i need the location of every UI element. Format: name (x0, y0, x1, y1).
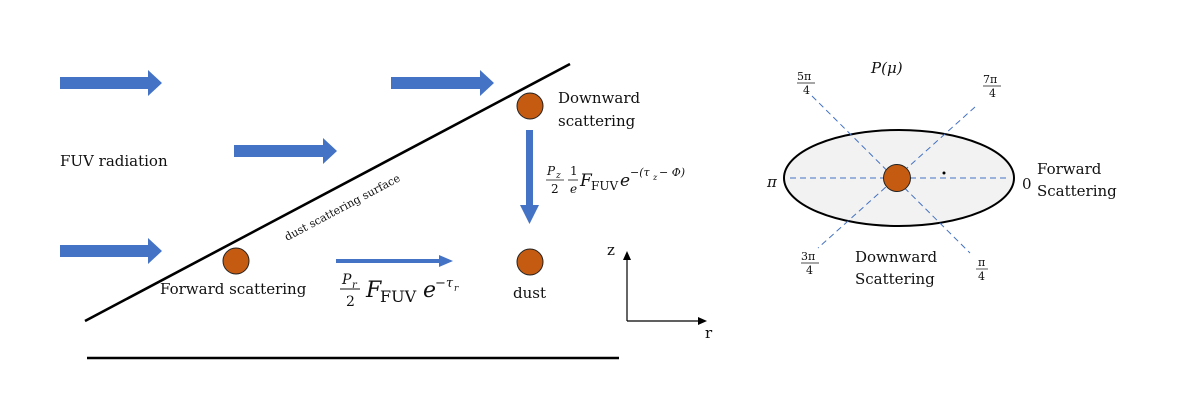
z-axis-arrow-head (623, 251, 631, 260)
radial-formula: P r 2 F FUV e −τ r (340, 272, 459, 310)
svg-text:−τ: −τ (435, 276, 454, 291)
svg-text:−(τ: −(τ (630, 166, 651, 179)
svg-text:FUV: FUV (380, 287, 417, 306)
svg-text:3π: 3π (801, 250, 815, 263)
downward-scattering-label-line2: scattering (558, 112, 636, 130)
downward-formula: P z 2 1 e F FUV e −(τ z − Φ) (546, 164, 685, 196)
angle-label-pi: π (766, 173, 778, 191)
downward-arrow-head (520, 205, 539, 224)
phase-function-title: P(μ) (870, 59, 903, 77)
r-axis-arrow-head (698, 317, 707, 325)
angle-label-pi4: π 4 (976, 256, 988, 283)
fuv-radiation-label: FUV radiation (60, 152, 168, 170)
phase-downward-label-line2: Scattering (855, 270, 935, 288)
svg-text:4: 4 (803, 84, 810, 97)
svg-text:r: r (454, 284, 459, 294)
radial-arrow-shaft (336, 259, 440, 263)
downward-scattering-particle (516, 92, 544, 120)
svg-text:e: e (570, 182, 577, 196)
angle-label-zero: 0 (1022, 175, 1032, 193)
svg-text:P: P (546, 164, 556, 178)
fuv-arrow-4 (60, 238, 162, 264)
svg-text:4: 4 (989, 87, 996, 100)
svg-text:π: π (978, 256, 985, 269)
svg-text:5π: 5π (797, 70, 811, 83)
svg-text:F: F (365, 278, 382, 303)
svg-text:2: 2 (346, 294, 355, 310)
phase-center-particle (883, 164, 911, 192)
svg-text:2: 2 (551, 182, 559, 196)
radial-arrow-head (439, 255, 453, 267)
svg-text:z: z (555, 171, 561, 181)
svg-text:7π: 7π (983, 73, 997, 86)
fuv-arrow-1 (60, 70, 162, 96)
fuv-arrow-3 (234, 138, 337, 164)
svg-text:e: e (620, 171, 630, 191)
phase-forward-label-line2: Scattering (1037, 182, 1117, 200)
svg-text:− Φ): − Φ) (659, 166, 685, 179)
svg-text:4: 4 (806, 264, 813, 277)
fuv-arrow-2 (391, 70, 494, 96)
phase-forward-label-line1: Forward (1037, 160, 1102, 178)
dust-particle (516, 248, 544, 276)
svg-text:e: e (423, 278, 436, 303)
forward-scattering-particle (222, 247, 250, 275)
downward-arrow-shaft (526, 130, 533, 206)
downward-scattering-label-line1: Downward (558, 89, 641, 107)
svg-text:z: z (652, 173, 658, 182)
svg-text:r: r (352, 280, 358, 291)
angle-label-5pi4: 5π 4 (797, 70, 815, 97)
phase-dot (942, 171, 946, 175)
angle-label-3pi4: 3π 4 (801, 250, 819, 277)
dust-scattering-surface-line (84, 62, 571, 323)
r-axis-label: r (705, 324, 713, 342)
svg-text:P: P (341, 272, 352, 288)
angle-label-7pi4: 7π 4 (983, 73, 1001, 100)
svg-text:4: 4 (978, 270, 985, 283)
phase-downward-label-line1: Downward (855, 248, 938, 266)
svg-text:FUV: FUV (591, 179, 618, 193)
dust-label: dust (513, 284, 546, 302)
svg-text:1: 1 (570, 164, 578, 178)
svg-text:F: F (579, 171, 593, 191)
forward-scattering-label: Forward scattering (160, 280, 307, 298)
z-axis-label: z (607, 241, 615, 259)
